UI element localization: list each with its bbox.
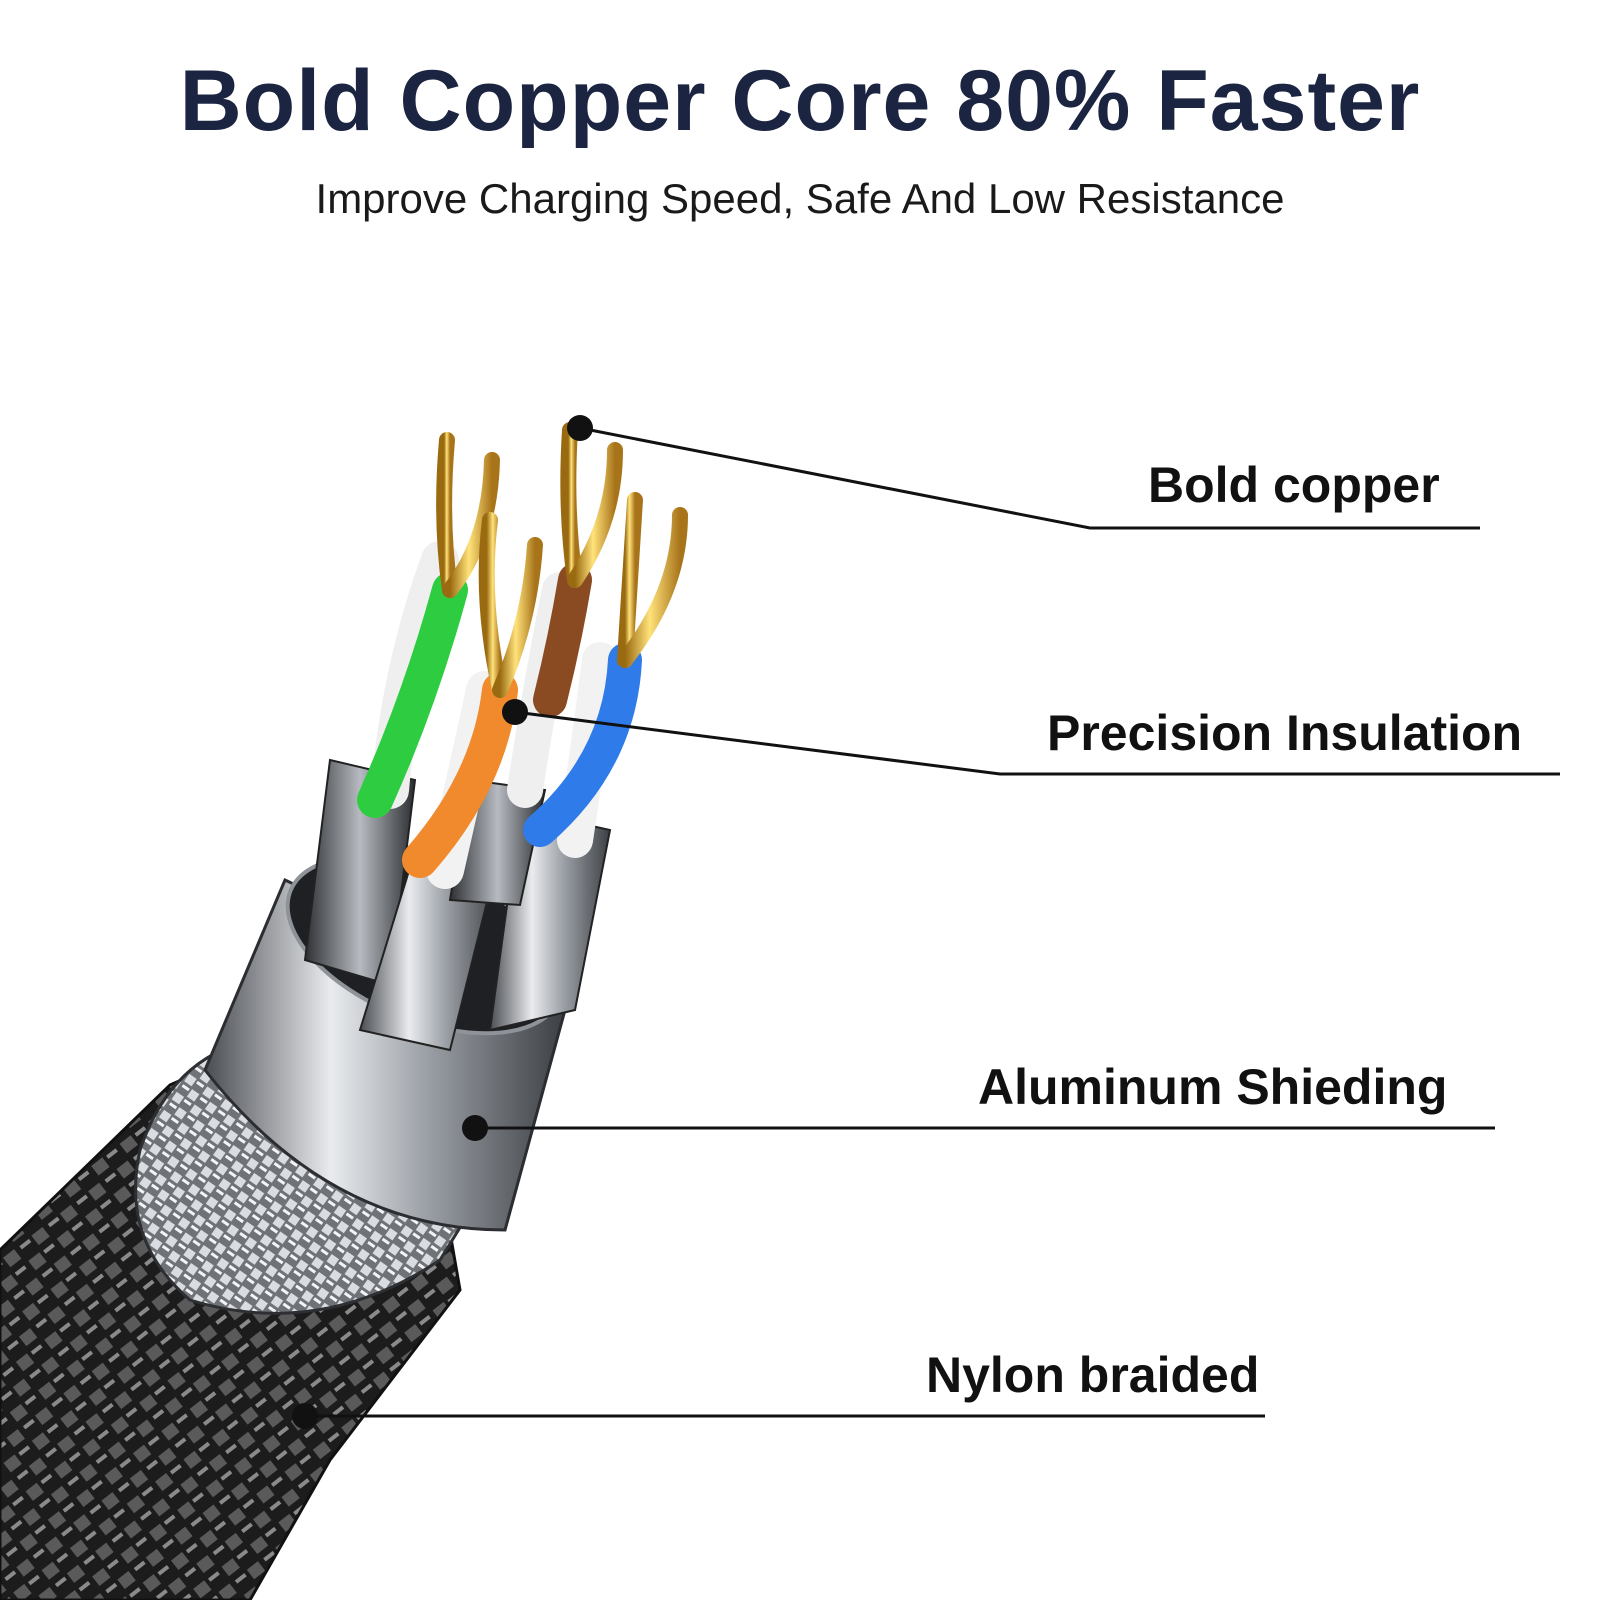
copper-conductors: [436, 422, 688, 698]
leader-bold-copper: [579, 426, 1480, 530]
page-subtitle: Improve Charging Speed, Safe And Low Res…: [315, 175, 1285, 222]
wire-blue: [523, 643, 642, 847]
wire-green: [357, 572, 468, 818]
leader-precision-insulation: [514, 710, 1560, 776]
marker-aluminum-shielding: [462, 1115, 488, 1141]
wire-brown: [533, 563, 592, 717]
callout-leaders: [305, 426, 1560, 1418]
callout-label-aluminum-shielding: Aluminum Shieding: [978, 1059, 1448, 1115]
marker-precision-insulation: [502, 699, 528, 725]
wire-orange: [402, 672, 518, 878]
page-title: Bold Copper Core 80% Faster: [179, 53, 1421, 149]
callout-label-nylon-braided: Nylon braided: [926, 1347, 1260, 1403]
marker-bold-copper: [567, 415, 593, 441]
callout-label-precision-insulation: Precision Insulation: [1047, 705, 1523, 761]
marker-nylon-braided: [292, 1403, 318, 1429]
callout-markers: [292, 415, 593, 1429]
callout-label-bold-copper: Bold copper: [1148, 457, 1440, 513]
insulated-wires: [357, 541, 642, 889]
